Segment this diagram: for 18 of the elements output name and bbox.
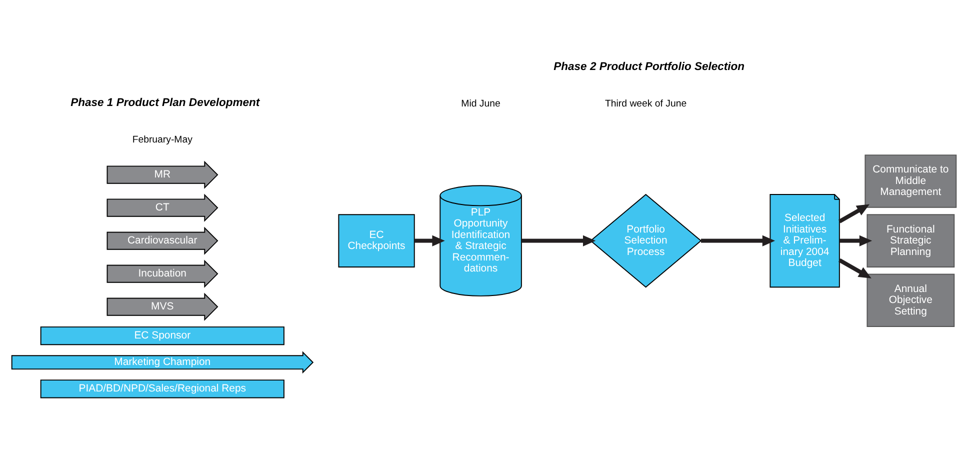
arrow bbox=[839, 234, 872, 246]
arrow bbox=[701, 234, 776, 246]
label: Phase 1 Product Plan Development bbox=[70, 96, 260, 109]
label: Phase 2 Product Portfolio Selection bbox=[554, 60, 745, 72]
arrow bbox=[522, 234, 596, 246]
arrow bbox=[414, 234, 445, 246]
node-box: Functional Strategic Planning bbox=[866, 214, 955, 267]
label: February-May bbox=[132, 134, 192, 146]
arrow bbox=[838, 204, 870, 223]
label: Mid June bbox=[461, 98, 500, 109]
node-box: PIAD/BD/NPD/Sales/Regional Reps bbox=[40, 379, 284, 398]
node-box: Annual Objective Setting bbox=[866, 273, 955, 327]
node-box: Communicate to Middle Management bbox=[864, 154, 957, 208]
node-box: EC Sponsor bbox=[40, 326, 284, 345]
node-diamond: Portfolio Selection Process bbox=[590, 193, 702, 288]
label: Third week of June bbox=[605, 98, 687, 109]
arrow bbox=[838, 258, 872, 278]
node-box: EC Checkpoints bbox=[338, 214, 415, 267]
